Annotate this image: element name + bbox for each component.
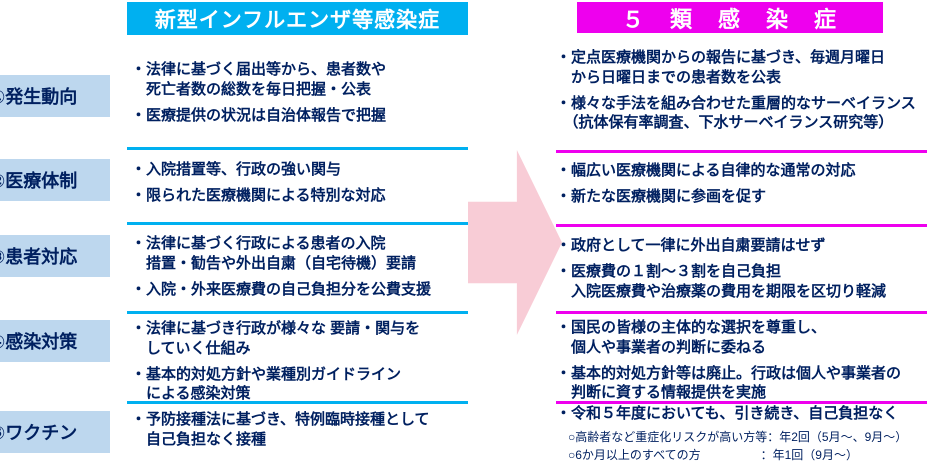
row-label-patient-response: ③患者対応 xyxy=(0,235,110,277)
row-label-outbreak-trends: ①発生動向 xyxy=(0,75,110,117)
bullet-item: ・基本的対処方針等は廃止。行政は個人や事業者の 判断に資する情報提供を実施 xyxy=(556,364,902,402)
bullet-item: ・予防接種法に基づき、特例臨時接種として 自己負担なく接種 xyxy=(131,411,430,448)
bullet-item: ・医療提供の状況は自治体報告で把握 xyxy=(131,106,387,124)
row-label-vaccine: ⑤ワクチン xyxy=(0,411,110,453)
sub-bullet-item: ○6か月以上のすべての方 ：年1回（9月～） xyxy=(568,447,858,462)
right-column-header: ５ 類 感 染 症 xyxy=(577,2,883,33)
section-divider xyxy=(127,311,468,314)
bullet-item: ・限られた医療機関による特別な対応 xyxy=(131,186,386,204)
row-2-left-content: ・入院措置等、行政の強い関与 ・限られた医療機関による特別な対応 xyxy=(131,160,476,212)
bullet-item: ・様々な手法を組み合わせた重層的なサーベイランス （抗体保有率調査、下水サーベイ… xyxy=(556,94,916,132)
bullet-item: ・法律に基づく行政による患者の入院 措置・勧告や外出自粛（自宅待機）要請 xyxy=(131,235,417,272)
section-divider xyxy=(556,401,927,404)
bullet-item: ・定点医療機関からの報告に基づき、毎週月曜日 から日曜日までの患者数を公表 xyxy=(556,49,885,86)
transition-arrow xyxy=(468,150,562,335)
row-3-right-content: ・政府として一律に外出自粛要請はせず ・医療費の１割～３割を自己負担 入院医療費… xyxy=(556,236,927,307)
section-divider xyxy=(127,147,468,150)
bullet-item: ・医療費の１割～３割を自己負担 入院医療費や治療薬の費用を期限を区切り軽減 xyxy=(556,262,887,300)
bullet-item: ・法律に基づく届出等から、患者数や 死亡者数の総数を毎日把握・公表 xyxy=(131,61,387,98)
bullet-item: ・法律に基づき行政が様々な 要請・関与を していく仕組み xyxy=(131,320,421,357)
bullet-item: ・令和５年度においても、引き続き、自己負担なく xyxy=(556,405,899,422)
bullet-item: ・新たな医療機関に参画を促す xyxy=(556,187,767,205)
section-divider xyxy=(127,222,468,225)
row-4-left-content: ・法律に基づき行政が様々な 要請・関与を していく仕組み ・基本的対処方針や業種… xyxy=(131,319,476,410)
bullet-item: ・幅広い医療機関による自律的な通常の対応 xyxy=(556,162,856,179)
section-divider xyxy=(556,311,927,314)
bullet-item: ・政府として一律に外出自粛要請はせず xyxy=(556,237,826,254)
bullet-item: ・基本的対処方針や業種別ガイドライン による感染対策 xyxy=(131,365,402,403)
bullet-item: ・国民の皆様の主体的な選択を尊重し、 個人や事業者の判断に委ねる xyxy=(556,319,827,356)
section-divider xyxy=(556,150,927,153)
row-1-left-content: ・法律に基づく届出等から、患者数や 死亡者数の総数を毎日把握・公表 ・医療提供の… xyxy=(131,60,476,131)
row-4-right-content: ・国民の皆様の主体的な選択を尊重し、 個人や事業者の判断に委ねる ・基本的対処方… xyxy=(556,318,927,409)
section-divider xyxy=(556,224,927,227)
row-5-left-content: ・予防接種法に基づき、特例臨時接種として 自己負担なく接種 xyxy=(131,410,476,456)
bullet-item: ・入院・外来医療費の自己負担分を公費支援 xyxy=(131,280,432,298)
bullet-item: ・入院措置等、行政の強い関与 xyxy=(131,161,342,178)
sub-bullet-item: ○高齢者など重症化リスクが高い方等：年2回（5月～、9月～） xyxy=(568,429,908,444)
left-column-header: 新型インフルエンザ等感染症 xyxy=(127,2,468,35)
row-1-right-content: ・定点医療機関からの報告に基づき、毎週月曜日 から日曜日までの患者数を公表 ・様… xyxy=(556,48,927,139)
row-2-right-content: ・幅広い医療機関による自律的な通常の対応 ・新たな医療機関に参画を促す xyxy=(556,161,927,213)
row-3-left-content: ・法律に基づく行政による患者の入院 措置・勧告や外出自粛（自宅待機）要請 ・入院… xyxy=(131,234,476,305)
row-label-medical-system: ②医療体制 xyxy=(0,159,110,201)
section-divider xyxy=(127,401,468,404)
row-5-right-content: ・令和５年度においても、引き続き、自己負担なく ○高齢者など重症化リスクが高い方… xyxy=(556,404,927,465)
row-label-infection-control: ④感染対策 xyxy=(0,320,110,362)
